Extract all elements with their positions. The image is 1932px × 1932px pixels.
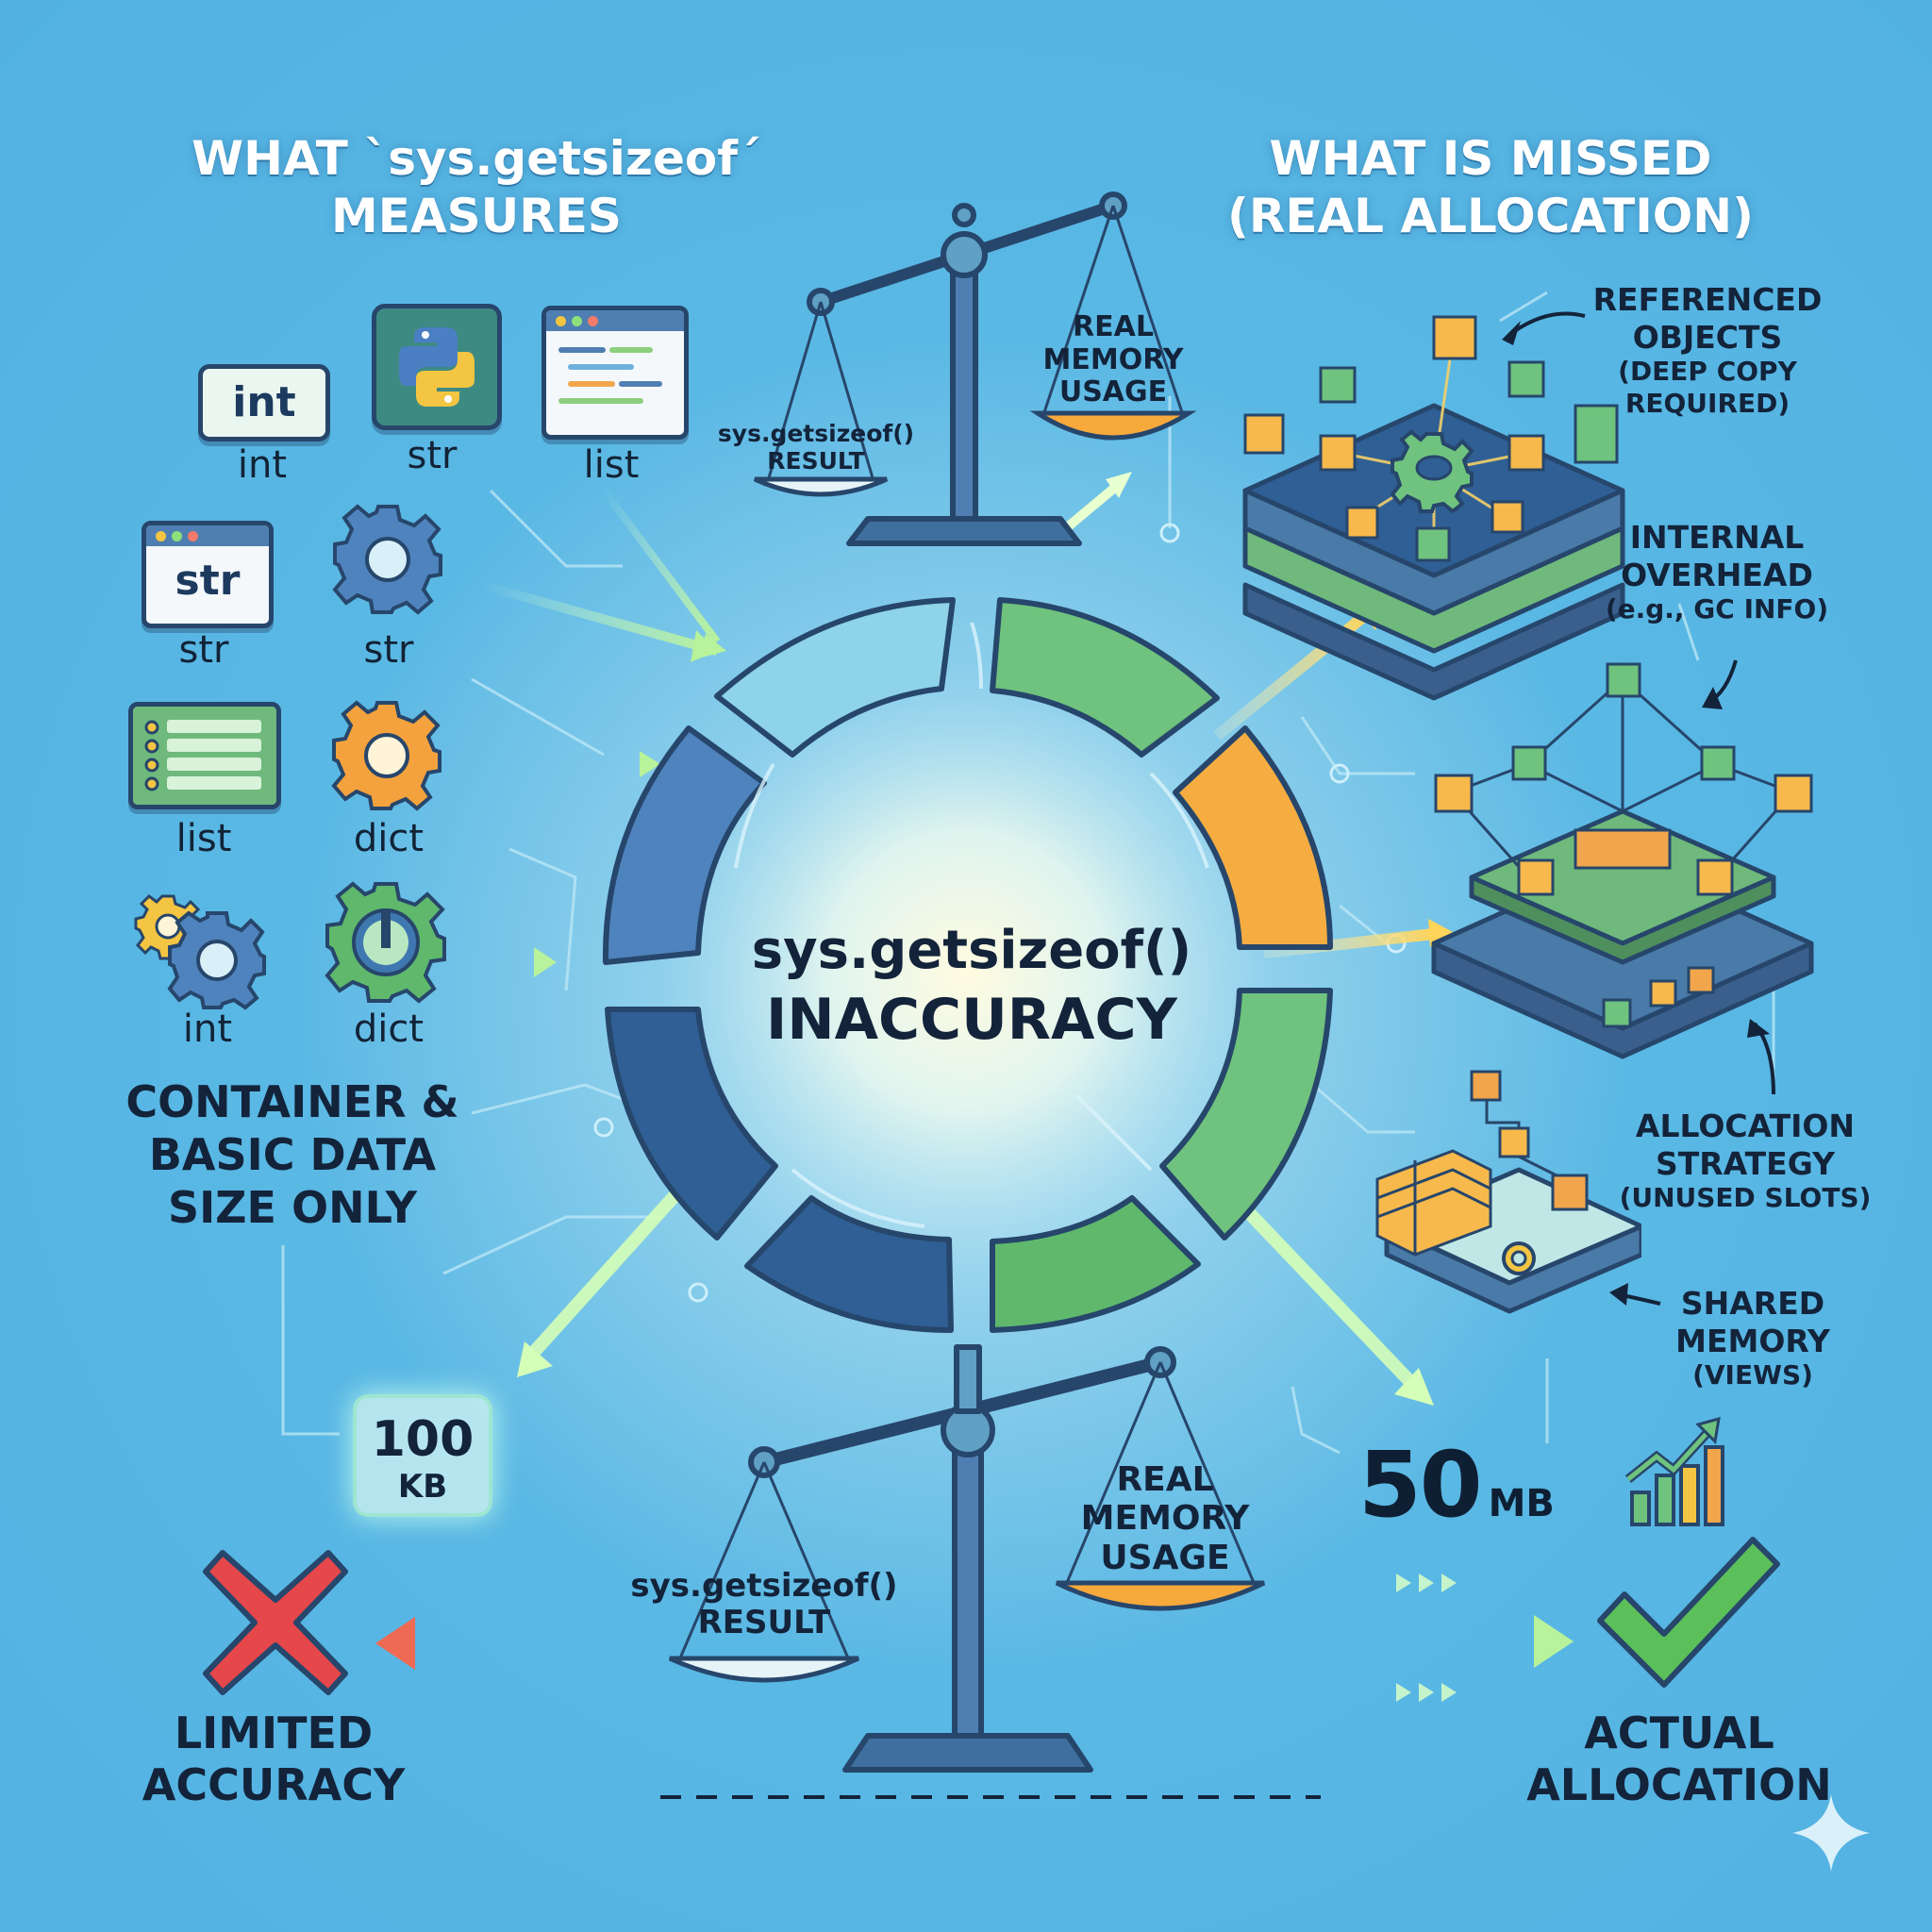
measures-heading-line2: MEASURES [331, 189, 622, 243]
bottom-scale-right-line3: USAGE [1100, 1538, 1230, 1577]
callout-allocation-strategy: ALLOCATION STRATEGY (UNUSED SLOTS) [1604, 1108, 1887, 1214]
actual-allocation-line2: ALLOCATION [1526, 1759, 1832, 1811]
left-summary-line2: BASIC DATA [148, 1129, 437, 1181]
callout-note-line1: (UNUSED SLOTS) [1619, 1182, 1872, 1214]
actual-allocation-label: ACTUAL ALLOCATION [1509, 1707, 1849, 1811]
int-tile-icon: int [198, 364, 330, 441]
cross-icon [203, 1550, 348, 1695]
callout-title-line1: SHARED [1680, 1285, 1825, 1322]
orange-gear-icon [331, 700, 441, 811]
left-summary-line3: SIZE ONLY [167, 1182, 418, 1234]
allocation-strategy-stack-icon [1375, 1070, 1641, 1314]
actual-allocation-line1: ACTUAL [1584, 1707, 1774, 1758]
type-label: int [182, 1008, 233, 1051]
callout-title-line1: INTERNAL [1629, 519, 1805, 556]
type-label: list [175, 817, 232, 860]
bottom-balance-scale-icon [668, 1344, 1266, 1773]
left-summary-line1: CONTAINER & [125, 1076, 459, 1127]
ring-segment-left-upper [602, 725, 767, 965]
type-label: str [178, 628, 229, 672]
center-title-line1: sys.getsizeof() [751, 920, 1192, 981]
callout-title-line2: OVERHEAD [1621, 556, 1813, 593]
type-label: dict [353, 817, 425, 860]
callout-title-line2: STRATEGY [1656, 1144, 1835, 1182]
top-scale-right-line1: REAL [1073, 310, 1154, 343]
str-window-text: str [175, 557, 241, 605]
code-window-icon [541, 306, 689, 440]
measured-size-box: 100 KB [353, 1394, 492, 1517]
missed-heading-line1: WHAT IS MISSED [1269, 131, 1712, 186]
top-scale-left-label: sys.getsizeof() RESULT [708, 420, 924, 475]
callout-title-line2: MEMORY [1675, 1322, 1830, 1359]
measures-heading-line1: WHAT `sys.getsizeof´ [191, 131, 762, 186]
measures-heading: WHAT `sys.getsizeof´ MEASURES [151, 130, 802, 245]
top-scale-left-line1: sys.getsizeof() [717, 420, 915, 447]
int-tile-text: int [232, 378, 296, 426]
bottom-scale-right-label: REAL MEMORY USAGE [1066, 1460, 1264, 1577]
actual-size-value: 50 [1358, 1432, 1483, 1538]
top-balance-scale-icon [753, 192, 1197, 546]
ring-segment-bottom-left [744, 1195, 954, 1333]
callout-note-line2: REQUIRED) [1624, 387, 1790, 419]
top-scale-right-line2: MEMORY [1042, 342, 1184, 376]
ring-segment-top-left [714, 597, 956, 758]
double-gear-icon [134, 894, 266, 1010]
type-label: int [237, 443, 288, 487]
str-window-icon: str [142, 521, 274, 628]
red-arrow-icon [375, 1617, 415, 1670]
bottom-scale-right-line2: MEMORY [1080, 1499, 1250, 1539]
callout-internal-overhead: INTERNAL OVERHEAD (e.g., GC INFO) [1585, 519, 1849, 625]
type-label: str [363, 628, 414, 672]
top-scale-right-line3: USAGE [1058, 375, 1168, 408]
ring-segment-right-green [1159, 988, 1333, 1241]
callout-note-line1: (DEEP COPY [1618, 356, 1797, 388]
callout-title-line1: ALLOCATION [1635, 1108, 1856, 1144]
limited-accuracy-line2: ACCURACY [142, 1759, 406, 1811]
inaccuracy-ring [602, 597, 1333, 1333]
limited-accuracy-label: LIMITED ACCURACY [113, 1707, 434, 1811]
top-scale-right-label: REAL MEMORY USAGE [1019, 310, 1208, 409]
green-arrow-icon [1534, 1615, 1574, 1668]
bottom-scale-left-line1: sys.getsizeof() [630, 1567, 898, 1605]
ring-segment-left-lower [605, 1007, 778, 1241]
measured-size-unit: KB [397, 1468, 448, 1506]
missed-heading-line2: (REAL ALLOCATION) [1226, 189, 1755, 243]
measured-size-value: 100 [371, 1411, 475, 1468]
python-logo-icon [372, 304, 502, 430]
bottom-scale-right-line1: REAL [1116, 1460, 1214, 1499]
bottom-scale-left-label: sys.getsizeof() RESULT [623, 1567, 906, 1642]
checkmark-icon [1597, 1537, 1780, 1688]
internal-overhead-stack-icon [1431, 662, 1814, 1059]
growth-chart-icon [1624, 1416, 1724, 1526]
missed-heading: WHAT IS MISSED (REAL ALLOCATION) [1226, 130, 1755, 245]
ring-segment-bottom-right [990, 1195, 1201, 1333]
limited-accuracy-line1: LIMITED [174, 1707, 374, 1758]
callout-shared-memory: SHARED MEMORY (VIEWS) [1640, 1285, 1866, 1391]
center-title-line2: INACCURACY [766, 987, 1177, 1053]
sparkle-icon [1792, 1794, 1870, 1872]
callout-title-line2: OBJECTS [1632, 318, 1783, 356]
blue-gear-icon [332, 504, 442, 615]
callout-referenced-objects: REFERENCED OBJECTS (DEEP COPY REQUIRED) [1566, 281, 1849, 419]
type-label: dict [353, 1008, 425, 1051]
type-label: str [407, 434, 458, 477]
callout-note-line1: (VIEWS) [1692, 1359, 1813, 1391]
green-gear-icon [325, 881, 446, 1004]
left-summary: CONTAINER & BASIC DATA SIZE ONLY [104, 1075, 481, 1234]
center-title: sys.getsizeof() INACCURACY [679, 920, 1264, 1053]
list-window-icon [128, 702, 281, 809]
incoming-arrows [472, 488, 726, 977]
callout-note-line1: (e.g., GC INFO) [1605, 593, 1829, 625]
bottom-scale-left-line2: RESULT [697, 1604, 831, 1642]
actual-size-unit: MB [1488, 1482, 1555, 1525]
ring-segment-right-orange [1173, 725, 1333, 950]
callout-title-line1: REFERENCED [1592, 281, 1823, 318]
top-scale-left-line2: RESULT [767, 446, 865, 475]
type-label: list [583, 443, 640, 487]
referenced-objects-stack-icon [1242, 315, 1625, 701]
ring-segment-top-right [990, 597, 1220, 758]
